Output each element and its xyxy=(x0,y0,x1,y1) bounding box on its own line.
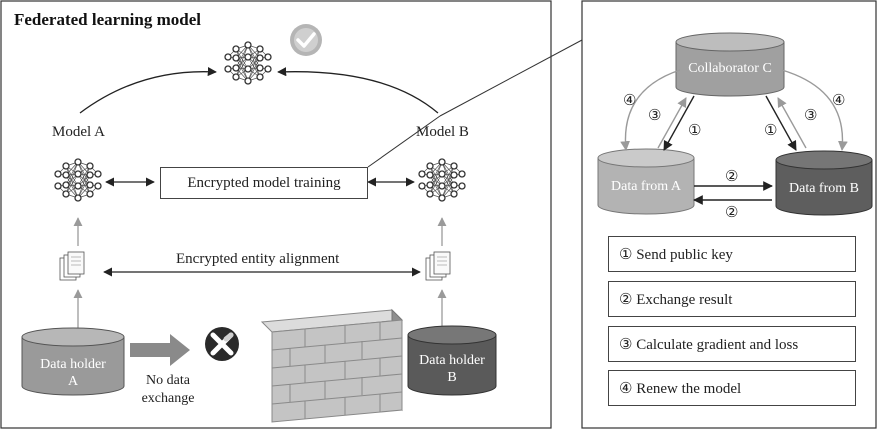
left-panel-frame xyxy=(0,0,552,429)
model-a-upload-arrow xyxy=(79,67,217,114)
data-from-a-cylinder xyxy=(597,148,695,215)
step1-label-b: ① xyxy=(764,123,778,139)
legend-item-send-public-key: ① Send public key xyxy=(608,236,856,272)
step3-label-a: ③ xyxy=(648,108,662,124)
diagram-title: Federated learning model xyxy=(14,10,201,29)
legend-item-calculate-gradient: ③ Calculate gradient and loss xyxy=(608,326,856,362)
step1-arrow-a xyxy=(663,95,695,151)
step4-label-a: ④ xyxy=(623,93,637,109)
document-a-icon xyxy=(59,251,85,281)
data-holder-b-cylinder xyxy=(407,325,497,396)
step2-label-top: ② xyxy=(725,169,739,185)
blocked-icon xyxy=(205,327,239,361)
data-holder-b-line2: B xyxy=(447,370,457,385)
data-from-b-cylinder xyxy=(775,150,873,216)
no-data-line1: No data xyxy=(146,373,190,388)
entity-alignment-label: Encrypted entity alignment xyxy=(176,251,340,267)
collaborator-c-label: Collaborator C xyxy=(688,61,772,76)
collaborator-c-cylinder xyxy=(675,32,785,97)
data-holder-a-line2: A xyxy=(67,374,79,389)
step3-arrow-b xyxy=(777,97,807,149)
connector-line xyxy=(439,39,583,117)
encrypted-training-box: Encrypted model training xyxy=(160,167,368,199)
document-b-icon xyxy=(425,251,451,281)
check-icon xyxy=(290,24,322,56)
legend-item-renew-model: ④ Renew the model xyxy=(608,370,856,406)
firewall-icon xyxy=(260,308,404,423)
legend-label: ② Exchange result xyxy=(619,291,733,308)
model-b-upload-arrow xyxy=(277,67,439,114)
step4-label-b: ④ xyxy=(832,93,846,109)
step1-arrow-b xyxy=(765,95,797,151)
no-exchange-arrow xyxy=(130,334,190,366)
legend-label: ④ Renew the model xyxy=(619,380,742,397)
model-b-icon xyxy=(418,158,466,202)
data-holder-a-cylinder xyxy=(21,327,125,396)
step4-arrow-b xyxy=(781,69,848,151)
model-a-icon xyxy=(54,158,102,202)
data-holder-b-label: Data holder B xyxy=(408,352,496,386)
data-holder-b-line1: Data holder xyxy=(419,353,485,368)
model-a-label: Model A xyxy=(52,124,105,140)
legend-label: ① Send public key xyxy=(619,246,733,263)
no-data-line2: exchange xyxy=(141,391,195,406)
legend-item-exchange-result: ② Exchange result xyxy=(608,281,856,317)
data-from-b-label: Data from B xyxy=(789,181,859,196)
encrypted-training-label: Encrypted model training xyxy=(187,174,341,191)
model-b-label: Model B xyxy=(416,124,469,140)
data-from-a-label: Data from A xyxy=(611,179,681,194)
step1-label-a: ① xyxy=(688,123,702,139)
right-panel-frame xyxy=(581,0,877,429)
legend-label: ③ Calculate gradient and loss xyxy=(619,336,799,353)
step2-label-bottom: ② xyxy=(725,205,739,221)
global-model-icon xyxy=(224,41,272,85)
data-holder-a-label: Data holder A xyxy=(22,356,124,390)
no-data-exchange-label: No data exchange xyxy=(136,372,200,408)
step3-arrow-a xyxy=(657,97,687,149)
step3-label-b: ③ xyxy=(804,108,818,124)
connector-line xyxy=(367,115,441,168)
data-holder-a-line1: Data holder xyxy=(40,357,106,372)
step4-arrow-a xyxy=(620,69,681,151)
